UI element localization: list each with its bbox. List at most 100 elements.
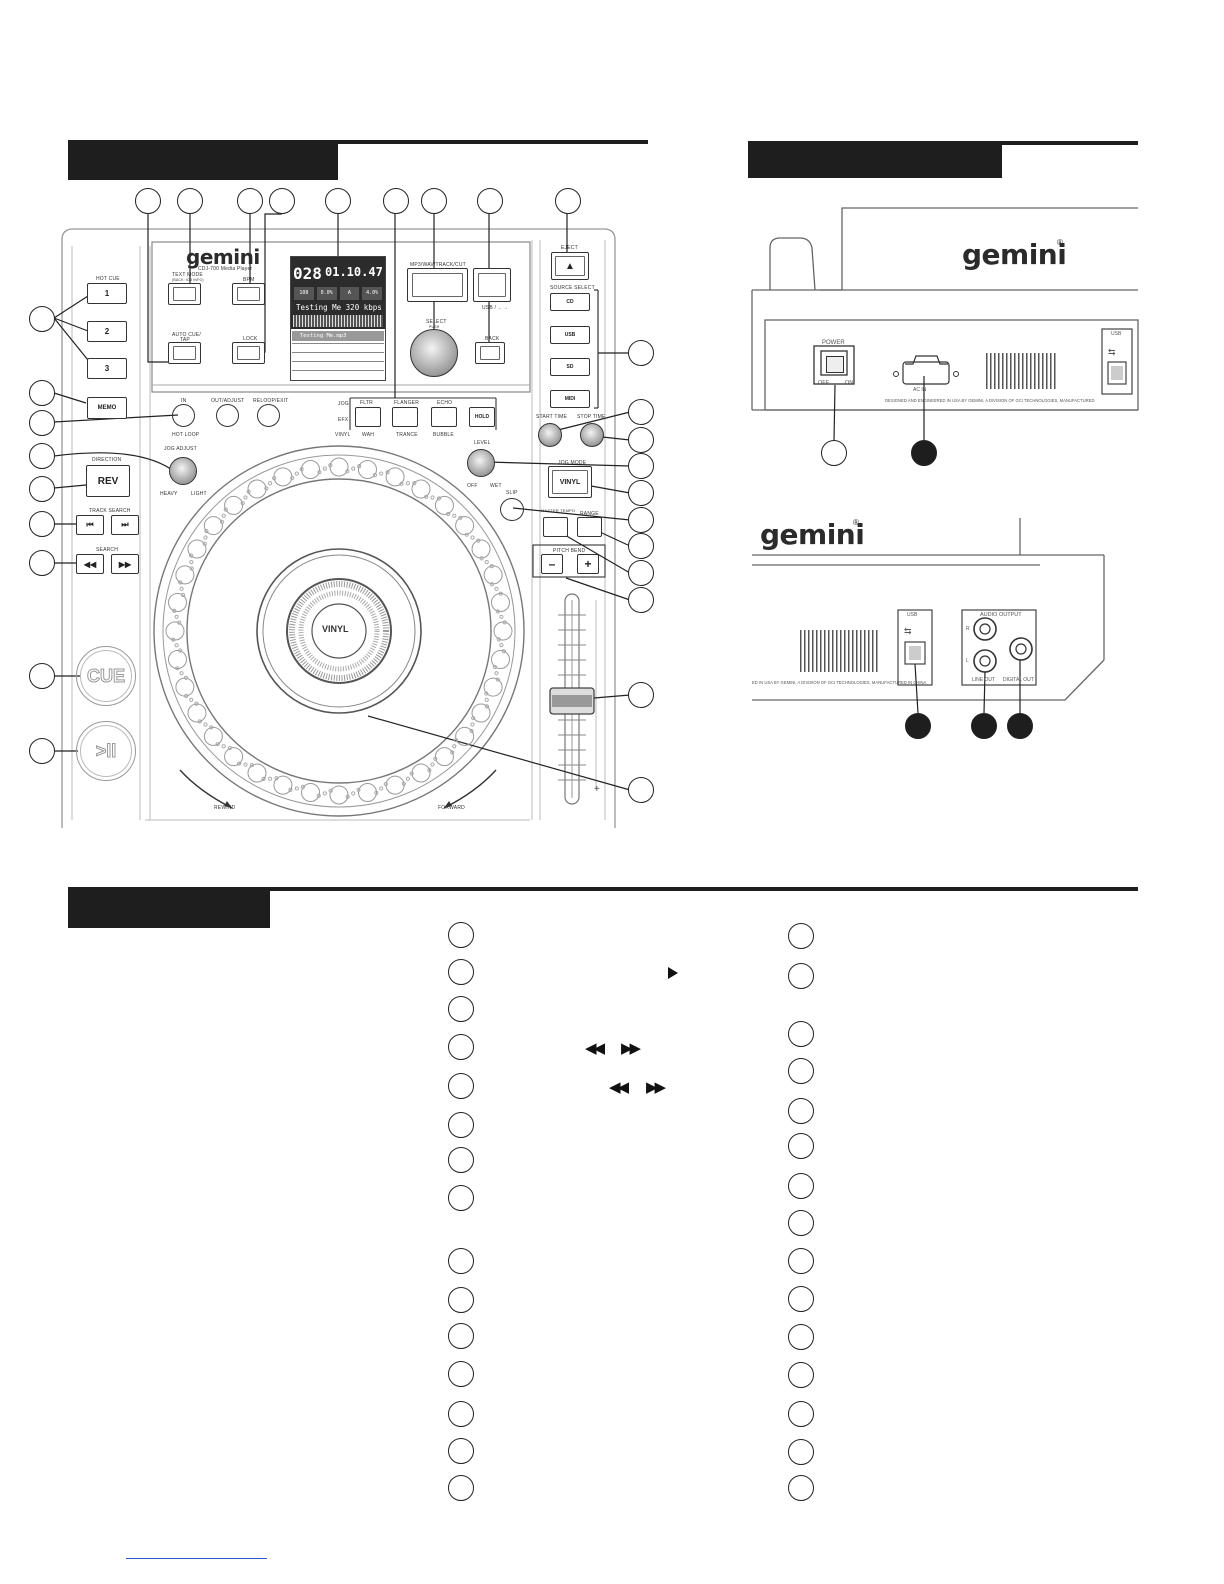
legend-right-15 [788,1475,814,1501]
track-prev-button[interactable]: ⏮ [76,515,104,535]
rim-dot [240,501,245,506]
power-switch[interactable] [826,356,844,373]
rim-dot [294,786,299,791]
skip-forward-icon: ⏭ [121,520,129,529]
legend-right-10 [788,1286,814,1312]
loop-out-button[interactable] [216,404,239,427]
legend-left-4 [448,1034,474,1060]
rim-hole [175,677,195,697]
memo-button[interactable]: MEMO [87,397,127,419]
source-sd-button[interactable]: SD [550,358,590,376]
flanger-button[interactable] [392,407,418,427]
off-label: OFF [467,483,478,489]
level-knob[interactable] [467,449,495,477]
fast-forward-icon: ▶▶ [621,1040,641,1057]
cue-button[interactable]: CUE [76,646,136,706]
rim-dot [450,750,455,755]
legend-left-6 [448,1112,474,1138]
legend-right-6 [788,1133,814,1159]
rim-dot [178,580,183,585]
rim-dot [496,637,501,642]
rim-dot [495,677,500,682]
rim-dot [452,513,457,518]
hot-cue-1-button[interactable]: 1 [87,283,127,304]
start-time-knob[interactable] [538,423,562,447]
rim-dot [215,742,220,747]
rim-dot [249,763,254,768]
back-button[interactable] [475,342,505,364]
usb-direction-label: USB / ←→ [482,305,509,311]
slip-button[interactable] [500,498,524,521]
rim-dot [316,793,321,798]
echo-button[interactable] [431,407,457,427]
hold-button[interactable]: HOLD [469,407,495,427]
play-pause-button[interactable]: >ll [76,721,136,781]
skip-back-icon: ⏮ [86,520,94,529]
source-usb-button[interactable]: USB [550,326,590,344]
callout-right-jog-mode [628,480,654,506]
rim-dot [436,496,442,501]
fltr-button[interactable] [355,407,381,427]
source-cd-button[interactable]: CD [550,293,590,311]
source-midi-button[interactable]: MIDI [550,390,590,408]
lcd-waveform [293,315,383,327]
vinyl-mode-button[interactable]: VINYL [548,466,592,498]
rim-dot [430,495,435,500]
rim-dot [501,649,506,654]
rim-dot [261,776,266,782]
mp3-folder-button[interactable] [407,268,468,302]
line-out-l-jack[interactable] [974,650,996,672]
bpm-button[interactable] [232,283,265,305]
lcd-list-selected[interactable]: Testing Me.mp3 [292,331,384,341]
rim-dot [469,728,474,734]
bpm-label: BPM [243,277,255,283]
hot-cue-2-button[interactable]: 2 [87,321,127,342]
footer-link-underline[interactable] [126,1558,267,1559]
fltr-label: FLTR [360,400,373,406]
line-out-r-jack[interactable] [974,618,996,640]
reloop-button[interactable] [257,404,280,427]
callout-right-source [628,340,654,366]
lcd-track-line: Testing Me 320 kbps [296,303,382,312]
lock-button[interactable] [232,342,265,364]
legend-right-5 [788,1098,814,1124]
usb-port-top[interactable] [1111,366,1123,380]
callout-left-hot-loop [29,410,55,436]
pitch-bend-label: PITCH BEND [553,548,586,554]
eject-button[interactable]: ▲ [551,252,589,280]
slip-label: SLIP [506,490,518,496]
rim-dot [494,671,499,676]
loop-in-label: IN [181,398,187,404]
track-search-label: TRACK SEARCH [89,508,131,514]
reverse-button[interactable]: REV [86,465,130,497]
rim-dot [345,469,350,474]
loop-in-button[interactable] [172,404,195,427]
pitch-bend-plus-button[interactable]: + [577,554,599,574]
rim-dot [178,648,183,653]
rim-hole [203,516,223,536]
fast-forward-icon: ▶▶ [646,1079,666,1096]
pitch-bend-minus-button[interactable]: – [541,554,563,574]
master-tempo-button[interactable] [543,517,568,537]
audio-output-label: AUDIO OUTPUT [980,612,1022,618]
rim-dot [194,701,199,706]
select-knob[interactable] [410,329,458,377]
search-forward-button[interactable]: ▶▶ [111,554,139,574]
legend-header-rule [68,887,1138,891]
efx-label: EFX [338,417,349,423]
usb-folder-button[interactable] [473,268,511,302]
rim-dot [433,756,438,761]
range-button[interactable] [577,517,602,537]
text-mode-button[interactable] [168,283,201,305]
usb-port-bottom[interactable] [909,646,921,660]
wah-label: WAH [362,432,375,438]
legend-right-7 [788,1173,814,1199]
auto-cue-button[interactable] [168,342,201,364]
stop-time-knob[interactable] [580,423,604,447]
digital-out-jack[interactable] [1010,638,1032,660]
hot-cue-3-button[interactable]: 3 [87,358,127,379]
track-next-button[interactable]: ⏭ [111,515,139,535]
jog-adjust-knob[interactable] [169,457,197,485]
search-back-button[interactable]: ◀◀ [76,554,104,574]
